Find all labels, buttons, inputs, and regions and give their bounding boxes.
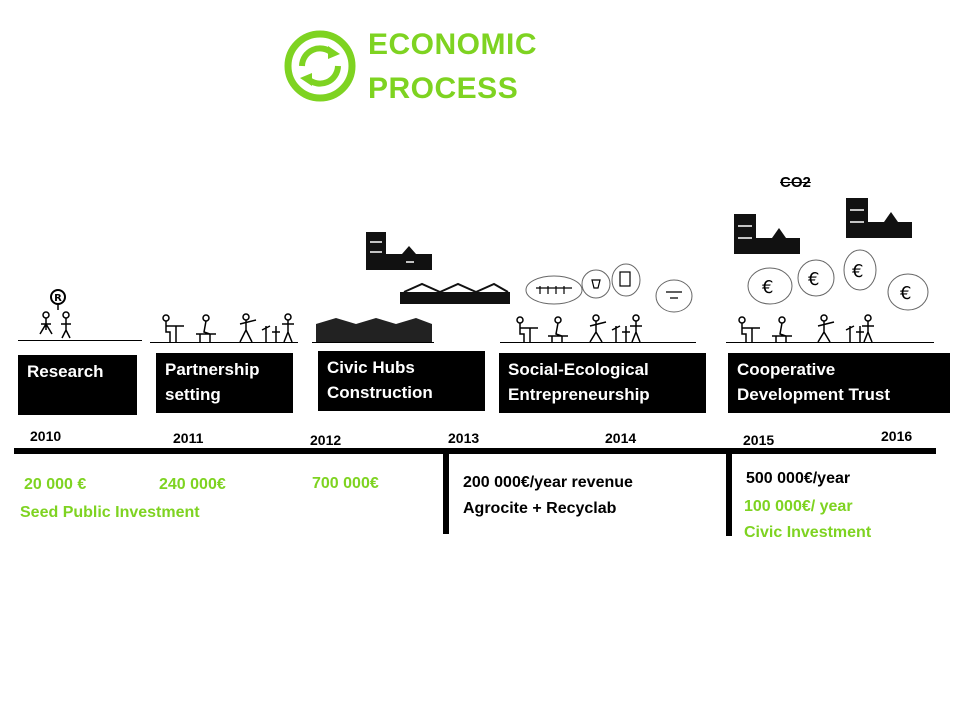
year-2011: 2011 (173, 430, 204, 446)
revenue-2013: 200 000€/year revenue (463, 474, 633, 491)
year-2014: 2014 (605, 430, 637, 446)
investment-2011: 240 000€ (159, 476, 226, 493)
workers-euro-icon: € € € € (738, 249, 929, 343)
title-line-1: ECONOMIC (368, 28, 537, 61)
workers-icon (162, 313, 294, 343)
phase-civic-hubs-line2: Construction (327, 383, 433, 402)
ground-line-social (500, 342, 696, 343)
revenue-2015: 500 000€/year (746, 470, 851, 487)
civic-ground-buildings-icon (316, 318, 432, 342)
year-2015: 2015 (743, 432, 775, 448)
euro-symbol-4: € (900, 283, 911, 304)
ground-line-partnership (150, 342, 298, 343)
phase-civic-hubs: Civic Hubs Construction (318, 351, 485, 411)
phase-partnership-line1: Partnership (165, 360, 260, 379)
svg-text:R: R (54, 293, 62, 304)
phase-cooperative-trust-line2: Development Trust (737, 385, 891, 404)
ground-line-research (18, 340, 142, 341)
year-2016: 2016 (881, 428, 913, 444)
year-2012: 2012 (310, 432, 342, 448)
phase-cooperative-trust-line1: Cooperative (737, 360, 836, 379)
title-line-2: PROCESS (368, 72, 519, 105)
civic-roof-icon (400, 282, 510, 304)
timeline-marker-2015 (726, 452, 732, 536)
euro-symbol-3: € (852, 261, 863, 282)
research-people-icon: R (39, 289, 71, 339)
trust-buildings-left-icon (734, 214, 800, 254)
ground-line-civic (312, 342, 434, 343)
year-2013: 2013 (448, 430, 480, 446)
phase-research: Research (18, 355, 137, 415)
year-2010: 2010 (30, 428, 62, 444)
trust-buildings-right-icon (846, 198, 912, 238)
phase-research-line1: Research (27, 362, 104, 381)
civic-investment-label: Civic Investment (744, 524, 872, 541)
revenue-2013-sources: Agrocite + Recyclab (463, 500, 617, 517)
civic-buildings-icon (366, 232, 432, 270)
phase-cooperative-trust: Cooperative Development Trust (728, 353, 950, 413)
phase-social-ecological-line1: Social-Ecological (508, 360, 649, 379)
timeline-marker-2013 (443, 452, 449, 534)
phase-social-ecological: Social-Ecological Entrepreneurship (499, 353, 706, 413)
phase-partnership: Partnership setting (156, 353, 293, 413)
civic-investment-amount: 100 000€/ year (744, 498, 853, 515)
ground-line-trust (726, 342, 934, 343)
investment-2010: 20 000 € (24, 476, 87, 493)
recycle-cycle-icon (284, 30, 356, 102)
phase-civic-hubs-line1: Civic Hubs (327, 358, 415, 377)
phase-partnership-line2: setting (165, 385, 221, 404)
workers-ideas-icon (516, 263, 693, 343)
co2-label: CO2 (780, 174, 811, 191)
investment-2012: 700 000€ (312, 475, 379, 492)
seed-investment-label: Seed Public Investment (20, 504, 200, 521)
euro-symbol-1: € (762, 277, 773, 298)
timeline-axis (14, 448, 936, 454)
euro-symbol-2: € (808, 269, 819, 290)
phase-social-ecological-line2: Entrepreneurship (508, 385, 650, 404)
